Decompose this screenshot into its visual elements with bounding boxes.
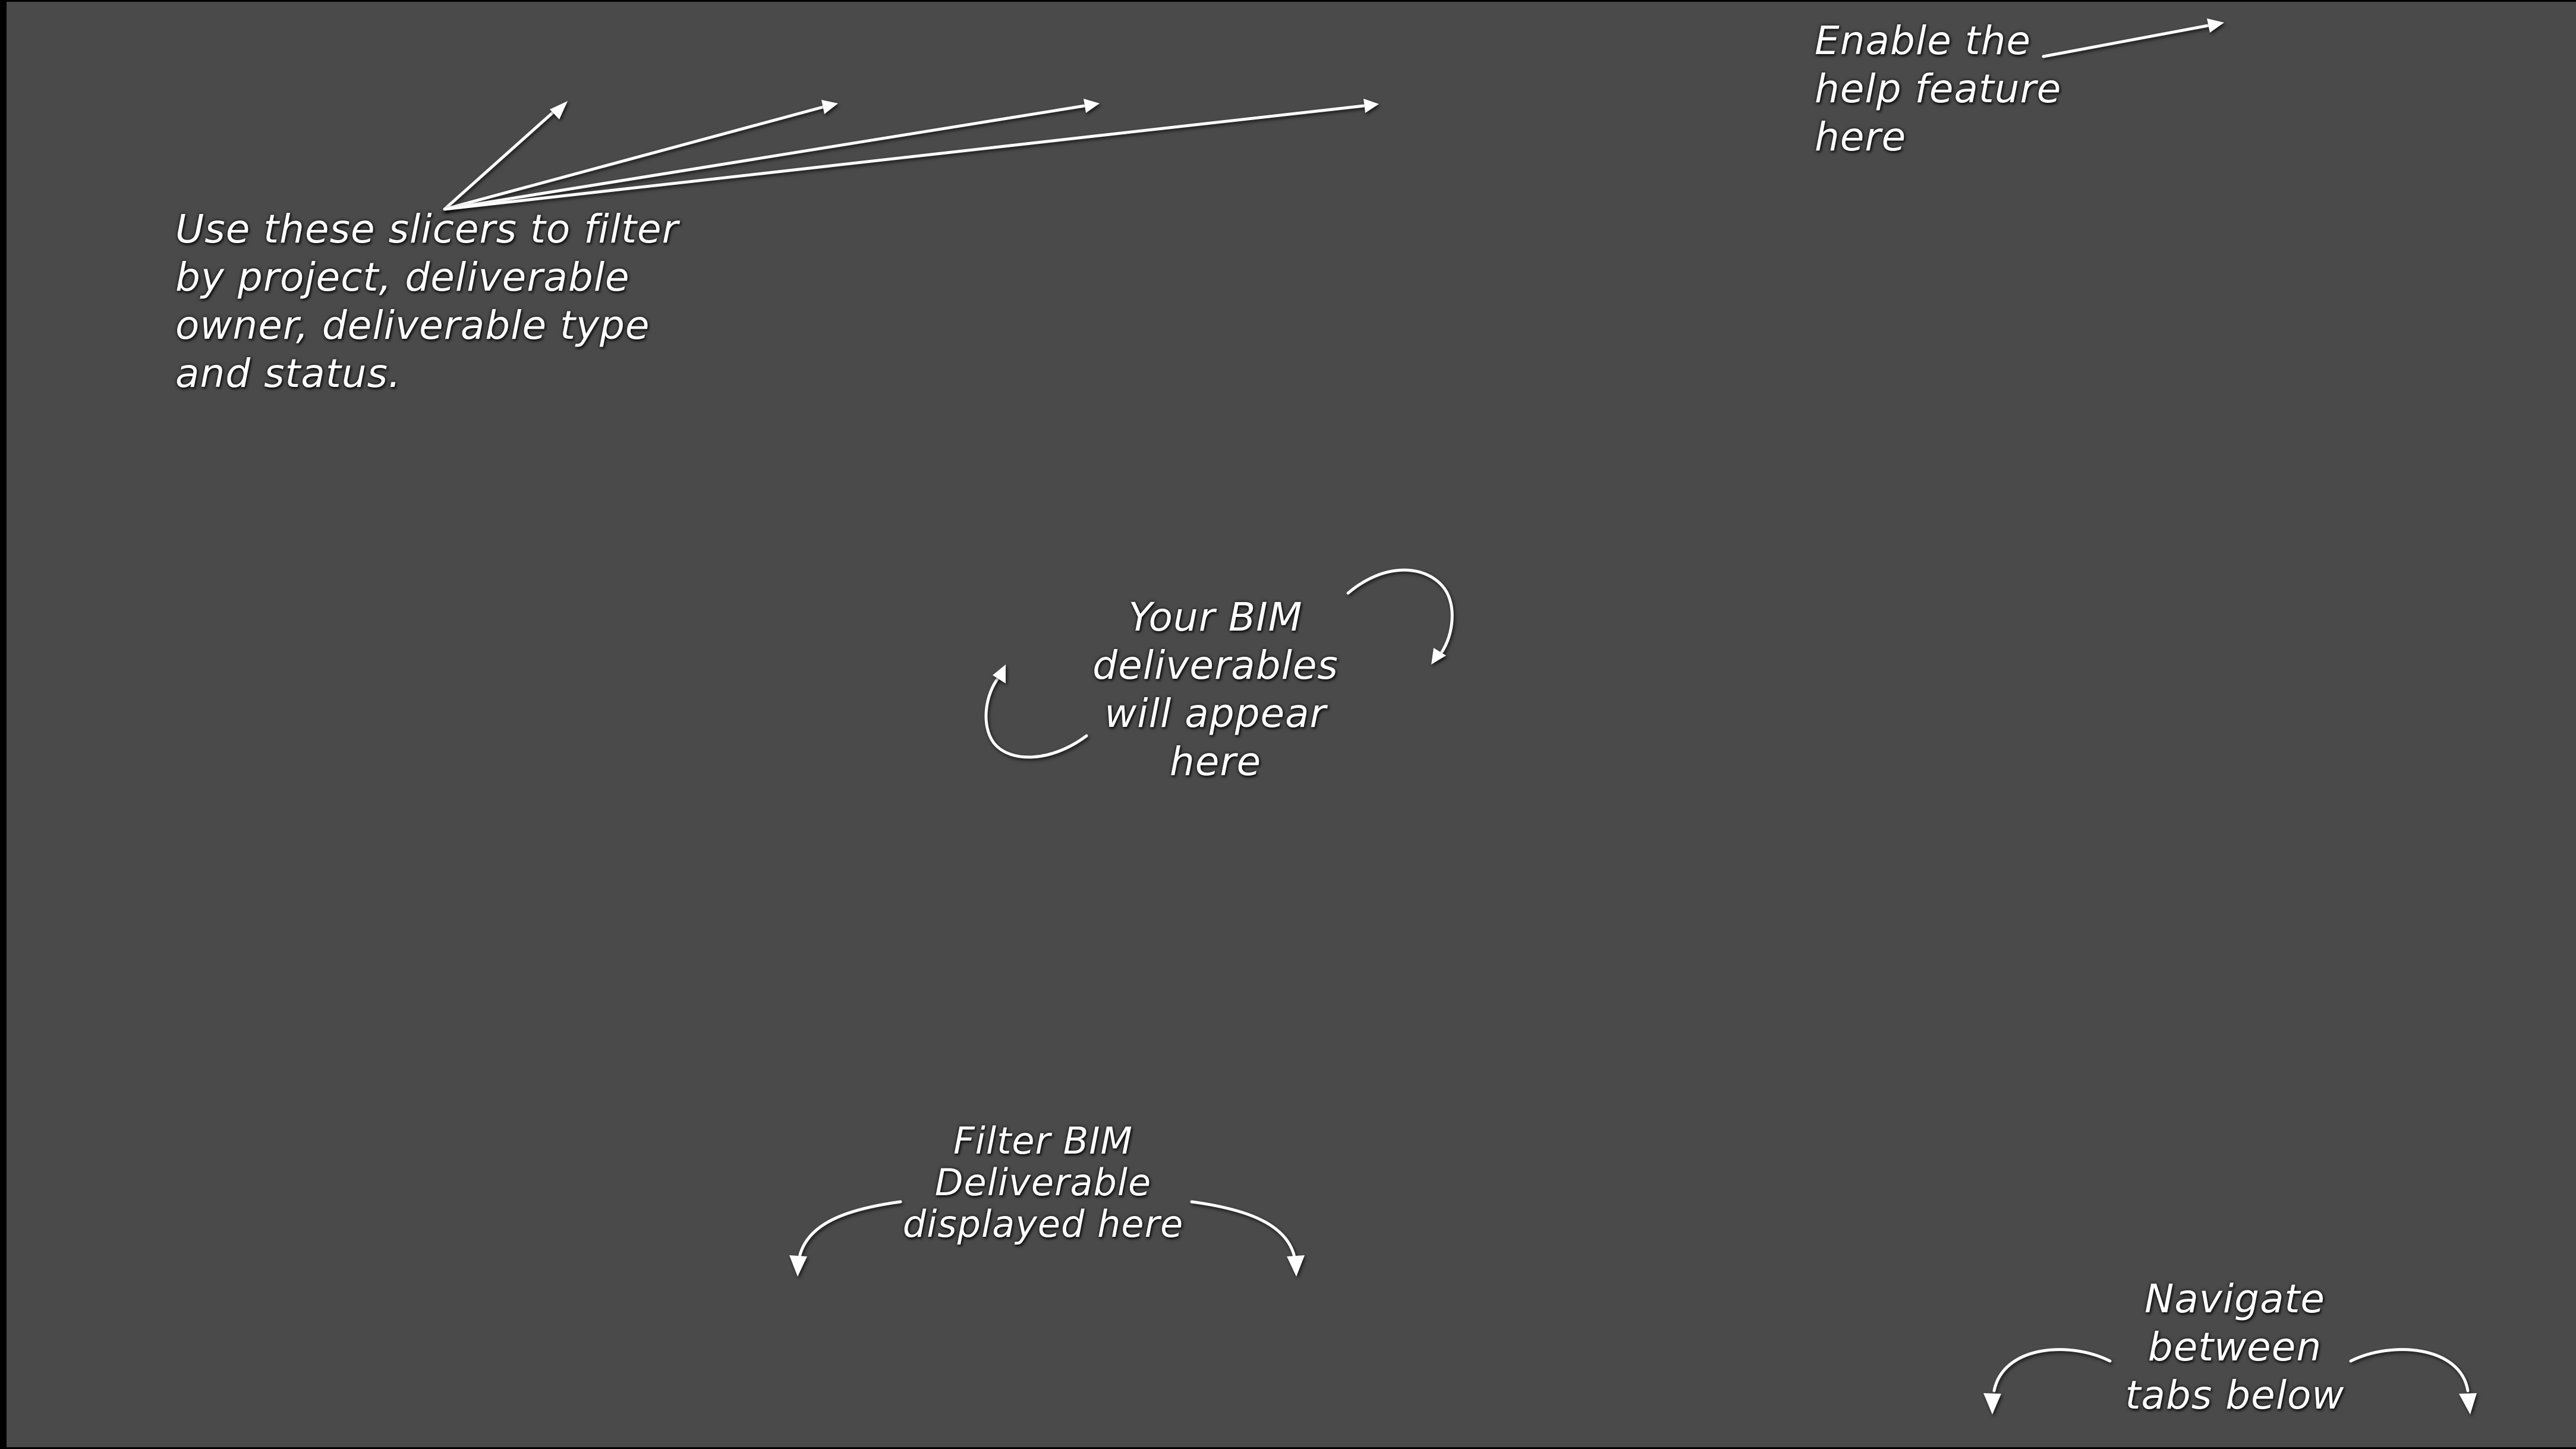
- deliverables-note-line-2: deliverables: [1092, 642, 1339, 688]
- help-note-line-1: Enable the: [1815, 18, 2032, 64]
- tabs-note-line-1: Navigate: [2144, 1276, 2326, 1322]
- slicer-arrow-2-icon: [443, 100, 838, 211]
- filter-help-note: Filter BIM Deliverable displayed here: [886, 1120, 1201, 1245]
- help-feature-note: Enable the help feature here: [1815, 17, 2061, 161]
- filter-note-line-2: Deliverable: [934, 1161, 1152, 1204]
- slicers-help-note: Use these slicers to filter by project, …: [175, 205, 679, 398]
- slicer-arrow-4-icon: [443, 99, 1379, 211]
- slicers-note-line-2: by project, deliverable: [175, 254, 630, 300]
- filter-note-line-1: Filter BIM: [953, 1119, 1133, 1163]
- filter-note-line-3: displayed here: [902, 1202, 1184, 1246]
- filter-arrow-left-icon: [789, 1200, 902, 1277]
- help-arrow-icon: [2042, 18, 2224, 58]
- help-note-line-2: help feature: [1815, 66, 2062, 112]
- tabs-help-note: Navigate between tabs below: [2104, 1275, 2366, 1419]
- slicers-note-line-4: and status.: [175, 351, 401, 396]
- slicers-note-line-1: Use these slicers to filter: [175, 206, 679, 252]
- deliverables-note-line-1: Your BIM: [1128, 594, 1303, 640]
- tabs-note-line-2: between: [2147, 1324, 2322, 1370]
- help-note-line-3: here: [1815, 114, 1907, 160]
- tabs-arrow-left-icon: [1983, 1348, 2112, 1415]
- slicers-note-line-3: owner, deliverable type: [175, 303, 650, 348]
- help-overlay-panel[interactable]: [7, 2, 2576, 1447]
- deliverables-help-note: Your BIM deliverables will appear here: [1052, 593, 1379, 786]
- deliverables-note-line-4: here: [1169, 739, 1262, 785]
- filter-arrow-right-icon: [1190, 1200, 1305, 1277]
- tabs-arrow-right-icon: [2349, 1348, 2477, 1415]
- slicer-arrow-1-icon: [443, 101, 568, 211]
- deliverables-arrow-left-icon: [984, 664, 1088, 759]
- deliverables-arrow-right-icon: [1346, 568, 1454, 664]
- slicer-arrow-3-icon: [443, 99, 1100, 211]
- deliverables-note-line-3: will appear: [1104, 691, 1327, 736]
- tabs-note-line-3: tabs below: [2125, 1372, 2345, 1418]
